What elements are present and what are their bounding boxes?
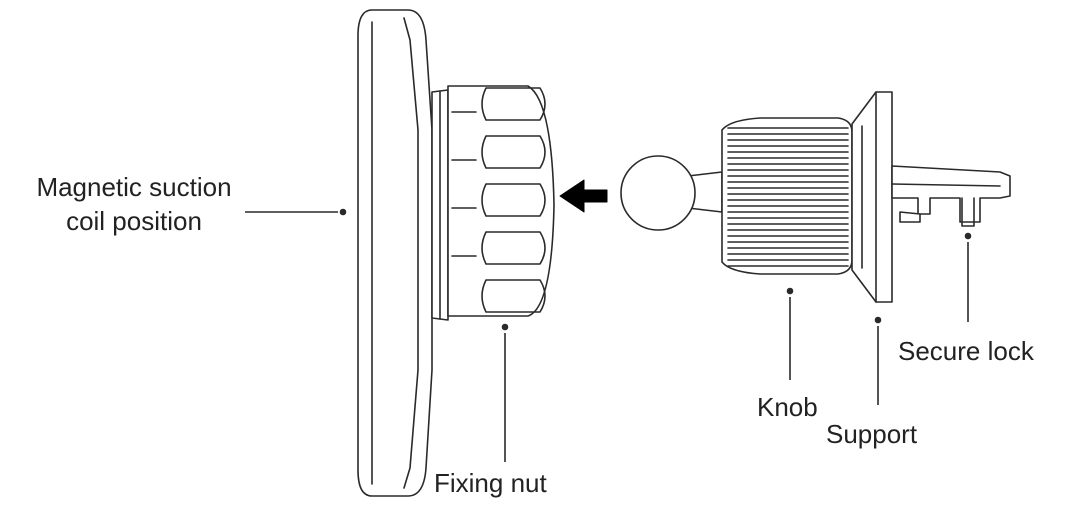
nut-flute [481, 231, 546, 265]
knob-dot [786, 287, 794, 295]
label-knob: Knob [757, 392, 818, 422]
nut-flute [481, 183, 546, 217]
magnetic-plate [339, 9, 433, 497]
nut-flute [481, 279, 546, 313]
fixing-nut [447, 85, 555, 331]
label-support: Support [826, 419, 918, 449]
secure-lock-dot [964, 232, 972, 240]
leader-lines [245, 211, 969, 462]
plate-neck [431, 89, 449, 321]
label-fixing-nut: Fixing nut [434, 468, 547, 498]
nut-flute [481, 87, 546, 121]
label-magnetic-suction: Magnetic suction coil position [14, 170, 254, 238]
support [851, 91, 893, 324]
label-magnetic-line2: coil position [66, 206, 202, 236]
vent-clip [891, 165, 1011, 240]
knob [721, 117, 853, 295]
nut-flute [481, 135, 546, 169]
arrow-left-icon [559, 179, 608, 213]
label-magnetic-line1: Magnetic suction [36, 172, 232, 202]
magnetic-dot [339, 208, 347, 216]
support-dot [874, 316, 882, 324]
ball-joint [620, 155, 723, 231]
label-secure-lock: Secure lock [898, 336, 1034, 366]
fixing-nut-dot [501, 323, 509, 331]
